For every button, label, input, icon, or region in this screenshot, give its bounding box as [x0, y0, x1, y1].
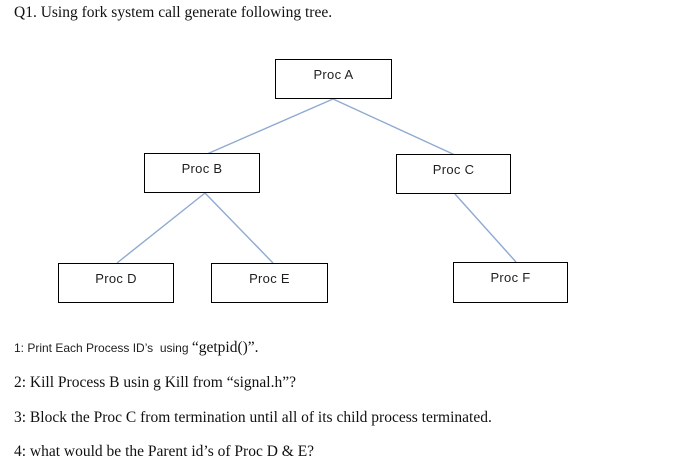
tree-node-proc-f: Proc F [453, 262, 568, 303]
node-label: Proc B [181, 161, 223, 176]
edge-procb-proce [204, 192, 274, 264]
tree-node-proc-e: Proc E [211, 263, 328, 303]
tree-node-proc-a: Proc A [275, 59, 392, 99]
edge-proca-procb [206, 98, 334, 155]
node-label: Proc F [490, 270, 531, 285]
question-line-4: 4: what would be the Parent id’s of Proc… [14, 443, 314, 461]
question-line-4-serif: 4: what would be the Parent id’s of Proc… [14, 443, 315, 460]
edge-procc-procf [454, 193, 517, 263]
edge-proca-procc [332, 98, 456, 156]
question-line-2: 2: Kill Process B usin g Kill from “sign… [14, 374, 296, 392]
question-line-1-serif: “getpid()”. [191, 339, 259, 356]
tree-node-proc-c: Proc C [396, 154, 511, 194]
question-line-1: 1: Print Each Process ID’s using “getpid… [14, 339, 259, 357]
question-title: Q1. Using fork system call generate foll… [14, 4, 333, 21]
tree-node-proc-d: Proc D [58, 263, 174, 303]
question-line-2-serif: 2: Kill Process B usin g Kill from “sign… [14, 374, 296, 391]
question-line-3: 3: Block the Proc C from termination unt… [14, 409, 492, 427]
tree-node-proc-b: Proc B [144, 153, 260, 193]
node-label: Proc A [313, 67, 354, 82]
edge-procb-procd [116, 192, 206, 264]
question-line-3-serif: 3: Block the Proc C from termination unt… [14, 409, 492, 426]
node-label: Proc C [432, 162, 475, 177]
node-label: Proc D [95, 271, 137, 286]
node-label: Proc E [249, 271, 290, 286]
question-line-1-sans: 1: Print Each Process ID’s using [14, 341, 192, 355]
